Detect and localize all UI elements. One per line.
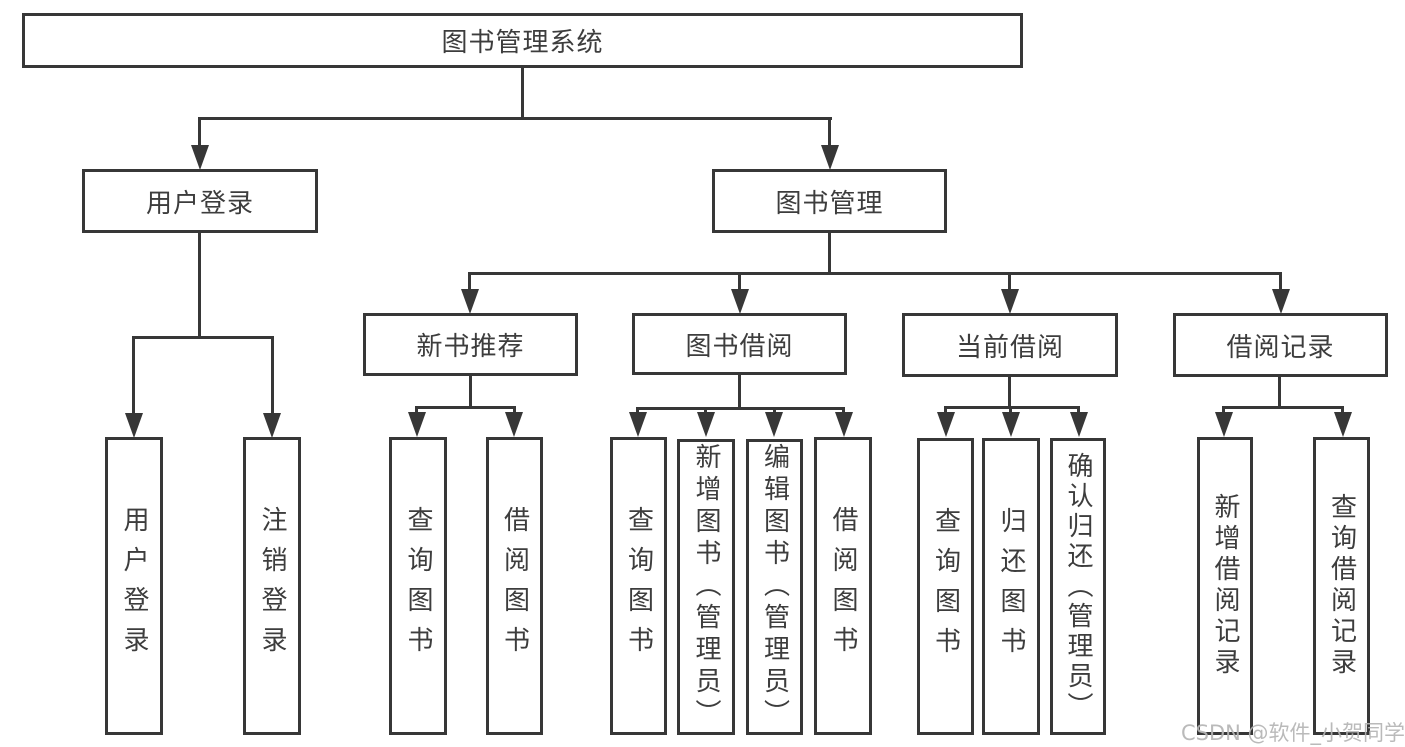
leaf-query-book-current: 查询图书	[917, 438, 974, 735]
arrow-down-icon	[1215, 412, 1233, 437]
arrow-down-icon	[765, 412, 783, 437]
arrow-down-icon	[1070, 412, 1088, 437]
leaf-borrow-book-recommend: 借阅图书	[486, 437, 543, 735]
arrow-down-icon	[125, 413, 143, 438]
arrow-down-icon	[1001, 289, 1019, 314]
node-borrow-records: 借阅记录	[1173, 313, 1388, 377]
leaf-edit-book-admin: 编辑图书（管理员）	[746, 439, 803, 735]
leaf-query-book-recommend-label: 查询图书	[403, 506, 433, 666]
node-user-login: 用户登录	[82, 169, 318, 233]
arrow-down-icon	[731, 289, 749, 314]
arrow-down-icon	[835, 412, 853, 437]
leaf-logout-login-label: 注销登录	[257, 506, 287, 666]
leaf-confirm-return-admin-label: 确认归还（管理员）	[1063, 451, 1093, 722]
arrow-down-icon	[937, 412, 955, 437]
arrow-down-icon	[408, 412, 426, 437]
node-current-borrow-label: 当前借阅	[955, 332, 1064, 363]
connector-line	[468, 272, 1282, 275]
node-book-management-label: 图书管理	[775, 188, 884, 219]
connector-line	[738, 272, 741, 291]
connector-line	[738, 375, 741, 407]
leaf-return-book: 归还图书	[982, 438, 1040, 735]
connector-line	[636, 407, 845, 410]
connector-line	[415, 406, 418, 414]
connector-line	[513, 406, 516, 414]
node-book-borrow-label: 图书借阅	[685, 331, 794, 362]
node-borrow-records-label: 借阅记录	[1226, 332, 1335, 363]
arrow-down-icon	[1002, 412, 1020, 437]
node-user-login-label: 用户登录	[145, 188, 254, 219]
leaf-query-book-borrow-label: 查询图书	[623, 506, 654, 666]
node-new-book-recommend-label: 新书推荐	[416, 332, 525, 362]
leaf-query-book-recommend: 查询图书	[389, 437, 447, 735]
arrow-down-icon	[629, 412, 647, 437]
connector-line	[773, 407, 776, 414]
connector-line	[132, 336, 135, 415]
leaf-add-book-admin: 新增图书（管理员）	[677, 439, 735, 735]
node-current-borrow: 当前借阅	[902, 313, 1118, 377]
leaf-query-book-current-label: 查询图书	[930, 506, 961, 667]
connector-line	[1077, 406, 1080, 414]
connector-line	[415, 406, 516, 409]
arrow-down-icon	[461, 289, 479, 314]
node-new-book-recommend: 新书推荐	[363, 313, 578, 376]
arrow-down-icon	[697, 412, 715, 437]
leaf-edit-book-admin-label: 编辑图书（管理员）	[759, 443, 790, 731]
leaf-return-book-label: 归还图书	[996, 506, 1026, 667]
leaf-borrow-book-borrow-label: 借阅图书	[828, 506, 858, 666]
leaf-logout-login: 注销登录	[243, 437, 301, 735]
connector-line	[1008, 377, 1011, 406]
connector-line	[1279, 272, 1282, 291]
arrow-down-icon	[1334, 412, 1352, 437]
node-book-management: 图书管理	[712, 169, 947, 233]
connector-line	[198, 233, 201, 336]
leaf-add-borrow-record: 新增借阅记录	[1197, 437, 1253, 735]
node-root: 图书管理系统	[22, 13, 1023, 68]
arrow-down-icon	[191, 145, 209, 170]
connector-line	[944, 406, 1080, 409]
connector-line	[198, 117, 832, 120]
leaf-borrow-book-recommend-label: 借阅图书	[499, 506, 530, 666]
leaf-add-borrow-record-label: 新增借阅记录	[1210, 493, 1240, 679]
connector-line	[1278, 377, 1281, 406]
connector-line	[704, 407, 707, 414]
connector-line	[1009, 406, 1012, 414]
leaf-add-book-admin-label: 新增图书（管理员）	[691, 443, 721, 731]
connector-line	[842, 407, 845, 414]
leaf-query-borrow-record-label: 查询借阅记录	[1326, 493, 1357, 679]
watermark: CSDN @软件_小贺同学	[1181, 721, 1405, 745]
connector-line	[1341, 406, 1344, 414]
leaf-user-login: 用户登录	[105, 437, 163, 735]
connector-line	[1008, 272, 1011, 291]
arrow-down-icon	[263, 413, 281, 438]
node-root-label: 图书管理系统	[441, 28, 604, 58]
connector-line	[828, 117, 831, 147]
arrow-down-icon	[1272, 289, 1290, 314]
connector-line	[828, 233, 831, 272]
leaf-confirm-return-admin: 确认归还（管理员）	[1050, 438, 1106, 735]
arrow-down-icon	[821, 145, 839, 170]
connector-line	[198, 117, 201, 147]
leaf-query-borrow-record: 查询借阅记录	[1313, 437, 1370, 735]
leaf-user-login-label: 用户登录	[119, 506, 149, 666]
connector-line	[1222, 406, 1344, 409]
connector-line	[944, 406, 947, 414]
connector-line	[521, 68, 524, 117]
connector-line	[468, 272, 471, 291]
leaf-borrow-book-borrow: 借阅图书	[814, 437, 872, 735]
leaf-query-book-borrow: 查询图书	[610, 437, 667, 735]
connector-line	[636, 407, 639, 414]
connector-line	[469, 376, 472, 406]
connector-line	[132, 336, 274, 339]
arrow-down-icon	[505, 412, 523, 437]
node-book-borrow: 图书借阅	[632, 313, 847, 375]
connector-line	[271, 336, 274, 415]
connector-line	[1222, 406, 1225, 414]
